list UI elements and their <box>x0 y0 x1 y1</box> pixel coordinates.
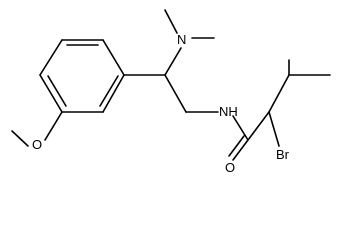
alpha-to-br-bond <box>268 111 280 147</box>
ring-bond-lower-right <box>102 74 125 113</box>
ring-bond-upper-left <box>39 39 63 76</box>
carbonyl-double-bond-a <box>232 139 249 161</box>
bromine-label: Br <box>276 147 290 162</box>
ring-bond-upper-right <box>102 39 125 76</box>
ring-bond-lower-left-inner <box>47 75 67 107</box>
nh-to-carbonyl-bond <box>232 115 249 141</box>
carbonyl-to-alpha-bond <box>247 111 270 141</box>
structure-canvas: N NH O O Br <box>11 9 331 175</box>
molecule-diagram: N NH O O Br <box>11 9 331 175</box>
methoxy-o-label: O <box>32 137 42 152</box>
alpha-to-beta-bond <box>268 74 290 113</box>
amine-n-label: N <box>177 32 186 47</box>
ch-to-ch2-bond <box>164 74 187 113</box>
n-to-methyl-left-bond <box>164 9 178 34</box>
ring-bond-lower-right-inner <box>99 75 119 107</box>
ring-to-methoxy-o-bond <box>44 111 63 141</box>
amide-nh-label: NH <box>219 104 238 119</box>
ring-bond-lower-left <box>39 74 63 113</box>
ch-to-n-bond <box>164 47 182 76</box>
carbonyl-double-bond-b <box>228 135 245 157</box>
methoxy-o-to-methyl-bond <box>11 130 29 147</box>
carbonyl-o-label: O <box>225 160 235 175</box>
